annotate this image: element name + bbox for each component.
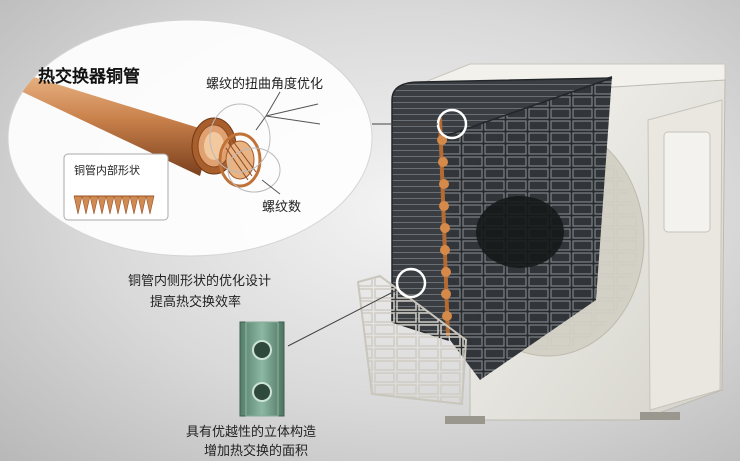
- copper-tube-bubble: [7, 19, 373, 257]
- unit-handle: [663, 131, 711, 233]
- pointer-twist-angle-a: [265, 103, 319, 117]
- thread-count-label: 螺纹数: [262, 200, 302, 215]
- connector-line-fin: [287, 289, 398, 347]
- ac-unit: [356, 63, 726, 424]
- copper-tube: [10, 74, 212, 176]
- pointer-count: [261, 179, 281, 195]
- tube-hole-top: [252, 340, 272, 360]
- heat-exchanger-title: 热交换器铜管: [38, 67, 140, 87]
- caption-3d-structure: 具有优越性的立体构造: [186, 425, 317, 440]
- green-tube-closeup: [239, 321, 285, 417]
- caption-efficiency: 提高热交换效率: [150, 295, 242, 310]
- caption-area: 增加热交换的面积: [204, 444, 309, 459]
- inner-shape-label: 铜管内部形状: [74, 164, 140, 177]
- caption-optimized-shape: 铜管内侧形状的优化设计: [128, 274, 272, 289]
- copper-tube-cutaway: [191, 117, 262, 188]
- fan-blade: [476, 196, 564, 268]
- annotation-ring-count: [227, 147, 281, 193]
- pointer-twist-angle-b: [265, 115, 321, 125]
- unit-foot-left: [445, 416, 485, 424]
- copper-tube-column: [437, 117, 452, 337]
- tube-hole-bottom: [252, 382, 272, 402]
- annotation-ring-twist: [209, 103, 271, 173]
- twist-angle-label: 螺纹的扭曲角度优化: [206, 77, 324, 92]
- highlight-circle-fin: [395, 267, 427, 299]
- unit-foot-right: [640, 412, 680, 420]
- inner-shape-inset: [63, 153, 169, 221]
- side-bracket: [356, 274, 468, 406]
